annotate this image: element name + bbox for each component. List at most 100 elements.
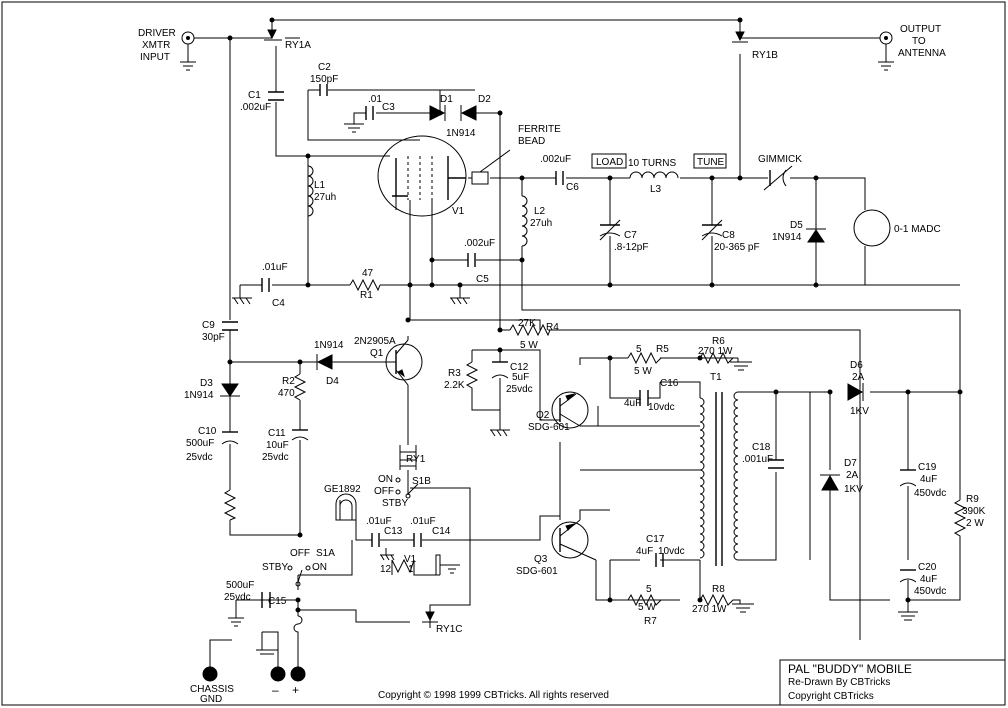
label-c14-value: .01uF — [410, 516, 436, 527]
label-s1a-stby: STBY — [262, 562, 288, 573]
label-s1a: S1A — [316, 548, 335, 559]
label-c13-value: .01uF — [366, 516, 392, 527]
label-s1b-off: OFF — [374, 486, 394, 497]
label-d7-name: D7 — [844, 458, 857, 469]
label-c2-value: 150pF — [310, 74, 338, 85]
resistor-r5 — [627, 351, 663, 365]
label-c2-name: C2 — [318, 62, 331, 73]
label-c3-name: C3 — [382, 102, 395, 113]
label-s1a-on: ON — [312, 562, 327, 573]
label-driver-1: DRIVER — [138, 28, 176, 39]
label-c11-voltage: 25vdc — [262, 452, 289, 463]
title-block-redrawn: Re-Drawn By CBTricks — [788, 677, 890, 688]
label-d1: D1 — [440, 94, 453, 105]
capacitor-c16 — [639, 382, 661, 406]
resistor-r8 — [699, 593, 754, 613]
label-c7-name: C7 — [624, 230, 637, 241]
label-r1-name: R1 — [360, 290, 373, 301]
label-c16-name: C16 — [660, 378, 679, 389]
label-c18-value: .001uF — [742, 454, 773, 465]
variable-capacitor-c7 — [599, 219, 621, 241]
resistor-r1 — [349, 278, 381, 292]
label-d5-name: D5 — [790, 220, 803, 231]
title-block-copyright: Copyright CBTricks — [788, 691, 874, 702]
terminal-chassis-gnd — [202, 666, 218, 682]
label-driver-3: INPUT — [140, 52, 170, 63]
label-d3-part: 1N914 — [184, 390, 214, 401]
diode-d2 — [460, 105, 477, 121]
label-r9-name: R9 — [966, 494, 979, 505]
label-d6-name: D6 — [850, 360, 863, 371]
label-c14-name: C14 — [432, 526, 451, 537]
label-c20-voltage: 450vdc — [914, 586, 946, 597]
label-d4-part: 1N914 — [314, 340, 344, 351]
diode-d6 — [847, 383, 864, 401]
label-c12-name: C12 — [510, 362, 529, 373]
label-r2-value: 470 — [278, 388, 295, 399]
inductor-l3 — [629, 171, 679, 179]
capacitor-c2 — [319, 84, 328, 96]
label-negative: – — [272, 683, 279, 697]
capacitor-c1 — [268, 91, 284, 101]
label-driver-2: XMTR — [142, 40, 170, 51]
relay-contact-ry1b — [732, 31, 748, 43]
label-c20-name: C20 — [918, 562, 937, 573]
label-d7-rating: 2A — [846, 470, 859, 481]
label-r3-value: 2.2K — [444, 380, 465, 391]
relay-contact-ry1c — [422, 611, 438, 623]
label-s1b-stby: STBY — [382, 498, 408, 509]
label-q3-part: SDG-601 — [516, 566, 558, 577]
label-r8-value: 270 1W — [692, 604, 727, 615]
title-block-title: PAL "BUDDY" MOBILE — [788, 662, 912, 676]
label-c5-value: .002uF — [464, 238, 495, 249]
label-v1-pin1: 1 — [408, 564, 414, 575]
label-ry1a: RY1A — [285, 40, 311, 51]
label-ferrite-2: BEAD — [518, 136, 545, 147]
tune-label-box — [693, 153, 727, 169]
label-r9-value: 390K — [962, 506, 986, 517]
label-c17-name: C17 — [646, 534, 665, 545]
label-l2-value: 27uh — [530, 218, 552, 229]
label-c19-name: C19 — [918, 462, 937, 473]
filament-v1 — [380, 548, 460, 576]
label-d2: D2 — [478, 94, 491, 105]
label-q2-part: SDG-601 — [528, 422, 570, 433]
label-c4-name: C4 — [272, 298, 285, 309]
label-ry1c: RY1C — [436, 624, 463, 635]
label-r5-name: R5 — [656, 344, 669, 355]
capacitor-c6 — [555, 171, 564, 185]
footer-copyright: Copyright © 1998 1999 CBTricks. All righ… — [378, 690, 609, 701]
label-gimmick: GIMMICK — [758, 154, 802, 165]
label-output-1: OUTPUT — [900, 24, 941, 35]
label-meter: 0-1 MADC — [894, 224, 941, 235]
label-c6-value: .002uF — [540, 154, 571, 165]
label-v1-pin12: 12 — [380, 564, 392, 575]
label-c12-value: 5uF — [512, 372, 529, 383]
label-r4-power: 5 W — [520, 340, 538, 351]
label-positive: + — [292, 683, 299, 697]
label-v1: V1 — [452, 206, 465, 217]
label-c11-value: 10uF — [266, 440, 289, 451]
label-ge1892: GE1892 — [324, 484, 361, 495]
label-l1-name: L1 — [314, 180, 326, 191]
label-c10-voltage: 25vdc — [186, 452, 213, 463]
label-r5-power: 5 W — [634, 366, 652, 377]
ground-c15 — [228, 617, 279, 655]
title-block — [779, 659, 1005, 705]
wires — [194, 19, 961, 668]
label-r8-name: R8 — [712, 584, 725, 595]
label-r9-power: 2 W — [966, 518, 984, 529]
label-c6-name: C6 — [566, 182, 579, 193]
capacitor-c18 — [768, 459, 784, 469]
label-c17-value: 4uF — [636, 546, 653, 557]
label-r6-value: 270 1W — [698, 346, 733, 357]
resistor-r7 — [627, 593, 680, 607]
capacitor-c13 — [371, 533, 380, 547]
label-r4-name: R4 — [546, 322, 559, 333]
transistor-q1 — [385, 339, 423, 386]
inductor-l2 — [521, 195, 528, 247]
input-connector — [180, 31, 196, 71]
label-c19-value: 4uF — [920, 474, 937, 485]
capacitor-c19 — [899, 469, 917, 487]
label-c16-voltage: 10vdc — [648, 402, 675, 413]
